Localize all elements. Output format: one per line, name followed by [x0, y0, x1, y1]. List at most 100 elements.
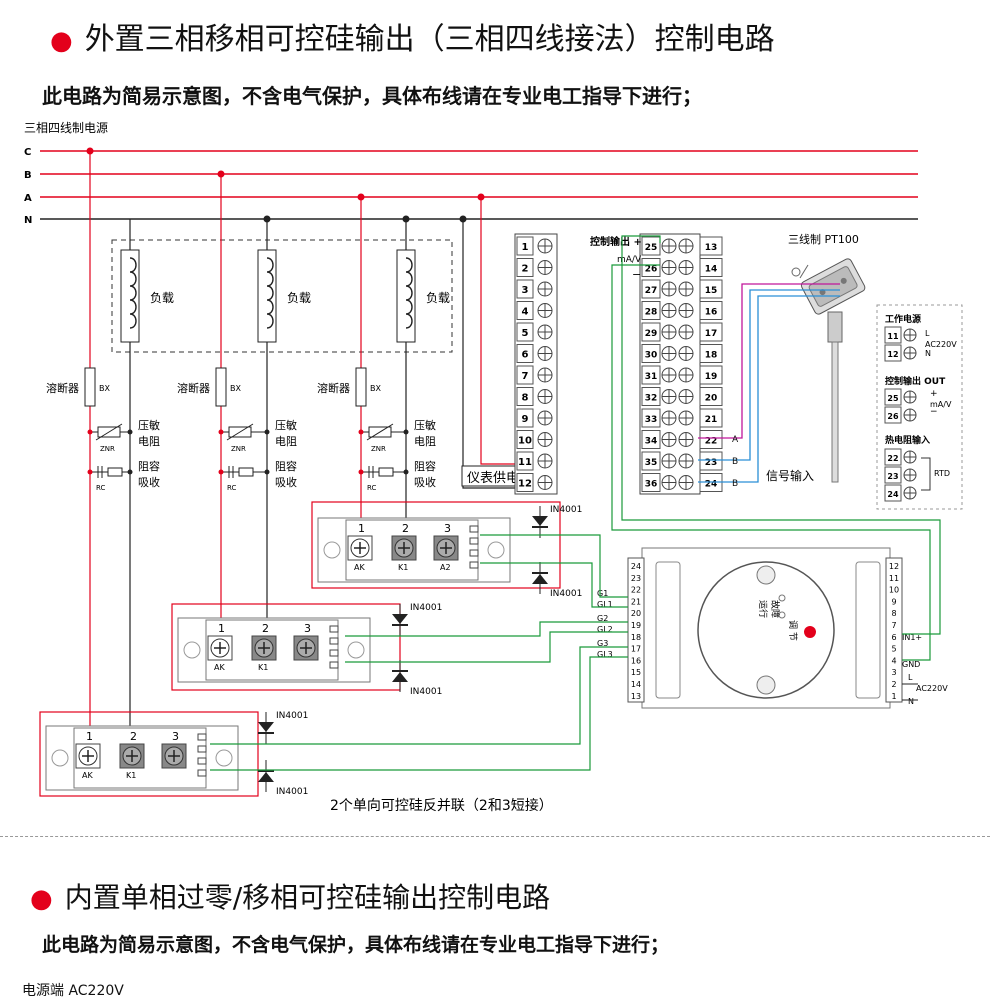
meter-mid-term: 28 — [645, 308, 658, 318]
varistor-label-2: 电阻 — [414, 435, 436, 448]
trig-right-term: 1 — [891, 692, 896, 701]
meter-right-term: 20 — [705, 394, 718, 404]
load-label: 负载 — [426, 291, 450, 305]
meter-right-term: 13 — [705, 243, 718, 253]
meter-right-term: 18 — [705, 351, 718, 361]
trig-right-term: 7 — [891, 621, 896, 630]
trig-right-term: 10 — [889, 586, 899, 595]
section2-power-label: 电源端 AC220V — [22, 983, 124, 999]
section1-title: ●外置三相移相可控硅输出（三相四线接法）控制电路 — [50, 14, 775, 58]
meter-left-term: 12 — [518, 479, 532, 490]
section2-title: ● 内置单相过零/移相可控硅输出控制电路 — [30, 876, 550, 916]
section2-note: 此电路为简易示意图，不含电气保护，具体布线请在专业电工指导下进行； — [42, 934, 670, 956]
power-source-label: 三相四线制电源 — [24, 121, 108, 135]
run-label: 运行 — [757, 600, 769, 618]
varistor-label-2: 电阻 — [275, 435, 297, 448]
pt100-sensor: 三线制 PT100 — [788, 232, 866, 483]
branch-1: 负载 — [120, 219, 174, 343]
ctrl-out-minus: − — [632, 268, 641, 281]
pt100-label: 三线制 PT100 — [788, 232, 859, 246]
section1-note: 此电路为简易示意图，不含电气保护，具体布线请在专业电工指导下进行； — [42, 84, 702, 108]
meter-mid-term: 27 — [645, 286, 658, 296]
g2-label: G2 — [597, 614, 608, 623]
gnd-label: GND — [902, 660, 920, 669]
trig-n-label: N — [908, 697, 914, 706]
signal-input-label: 信号输入 — [766, 468, 814, 483]
trig-left-term: 14 — [631, 680, 641, 689]
meter-right-term: 15 — [705, 286, 718, 296]
meter-left-term: 5 — [522, 328, 529, 339]
g3-label: G3 — [597, 639, 608, 648]
legend-term: 24 — [887, 490, 899, 499]
ctrl-out-label: 控制输出 + — [590, 235, 642, 248]
legend-power-title: 工作电源 — [885, 313, 921, 325]
trig-right-term: 2 — [891, 680, 896, 689]
trig-left-term: 23 — [631, 574, 641, 583]
legend-power-n: N — [925, 349, 931, 358]
legend-power-v: AC220V — [925, 340, 957, 349]
varistor-code: ZNR — [100, 445, 115, 453]
trig-right-term: 9 — [891, 597, 896, 606]
fuse-label: 溶断器 — [177, 381, 210, 395]
phase-label-n: N — [24, 215, 32, 226]
wire-a-label: A — [732, 435, 739, 445]
meter-mid-term: 32 — [645, 394, 658, 404]
scr-pin: 3 — [172, 730, 179, 743]
trig-right-term: 12 — [889, 562, 899, 571]
scr-terminal-label: AK — [354, 563, 365, 572]
gl1-label: GL1 — [597, 600, 613, 609]
meter-mid-term: 30 — [645, 351, 658, 361]
diode-label: IN4001 — [410, 603, 442, 613]
diode-label: IN4001 — [276, 711, 308, 721]
in1-label: IN1+ — [902, 633, 922, 642]
trig-right-term: 11 — [889, 574, 899, 583]
load-label: 负载 — [150, 291, 174, 305]
rc-label-2: 吸收 — [138, 475, 160, 489]
diode-label: IN4001 — [410, 687, 442, 697]
varistor-code: ZNR — [371, 445, 386, 453]
fuse-label: 溶断器 — [317, 381, 350, 395]
legend-out-title: 控制输出 OUT — [885, 375, 946, 387]
scr-caption: 2个单向可控硅反并联（2和3短接） — [330, 797, 553, 814]
meter-left-term: 3 — [522, 285, 529, 296]
varistor-label-1: 压敏 — [414, 418, 436, 432]
scr-pin: 2 — [402, 522, 409, 535]
bullet-icon: ● — [30, 884, 53, 914]
varistor-label-1: 压敏 — [275, 418, 297, 432]
meter-mid-term: 31 — [645, 372, 658, 382]
rc-label-1: 阻容 — [414, 459, 436, 473]
phase-lines: C B A N — [24, 147, 918, 226]
meter-right-term: 19 — [705, 372, 718, 382]
legend-term: 12 — [887, 350, 898, 359]
legend-out-minus: − — [930, 407, 938, 417]
section2-title-text: 内置单相过零/移相可控硅输出控制电路 — [64, 881, 551, 914]
trig-l-label: L — [908, 673, 913, 682]
varistor-label-1: 压敏 — [138, 418, 160, 432]
scr-pin: 1 — [86, 730, 93, 743]
rc-code: RC — [367, 484, 377, 492]
load-box — [111, 239, 453, 353]
trig-right-term: 4 — [891, 656, 896, 665]
meter-left-term: 10 — [518, 436, 532, 447]
trig-left-term: 18 — [631, 633, 641, 642]
legend-term: 11 — [887, 332, 899, 341]
meter-right-term: 22 — [705, 437, 718, 447]
meter-left-term: 8 — [522, 393, 529, 404]
meter-left-term: 7 — [522, 371, 529, 382]
gl3-label: GL3 — [597, 650, 613, 659]
diode-label: IN4001 — [550, 505, 582, 515]
legend-term: 26 — [887, 412, 899, 421]
gl2-label: GL2 — [597, 625, 613, 634]
scr-terminal-label: K1 — [258, 663, 268, 672]
meter-right-term: 21 — [705, 415, 718, 425]
g1-label: G1 — [597, 589, 608, 598]
scr-pin: 2 — [262, 622, 269, 635]
rc-label-1: 阻容 — [138, 459, 160, 473]
